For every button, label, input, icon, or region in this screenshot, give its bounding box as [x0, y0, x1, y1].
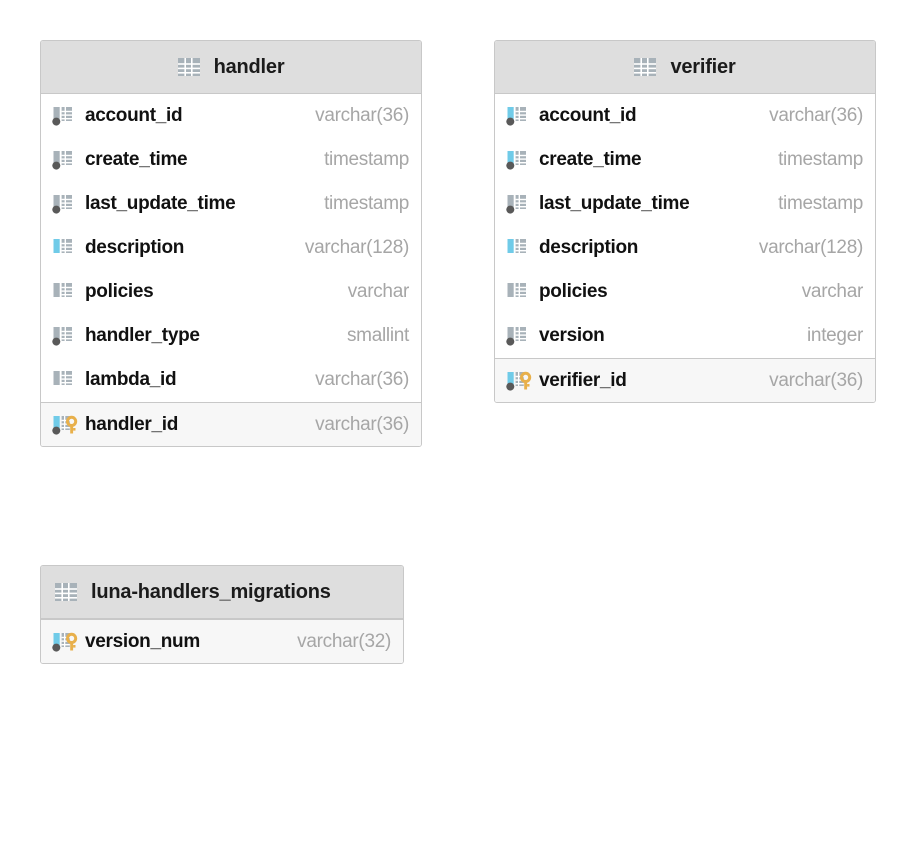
column-icon: [52, 107, 72, 126]
column-name: description: [539, 237, 639, 258]
column-type: smallint: [346, 325, 409, 346]
column-icon: [52, 151, 72, 170]
not-null-dot: [52, 205, 61, 214]
table-card-verifier[interactable]: verifier account_id varchar(36) create_time…: [494, 40, 876, 403]
column-row[interactable]: last_update_time timestamp: [495, 182, 875, 226]
indexed-column-icon: [506, 107, 526, 126]
column-type: timestamp: [778, 149, 863, 170]
indexed-column-icon: [507, 239, 526, 253]
column-type: varchar(36): [769, 369, 863, 391]
indexed-column-icon: [506, 151, 526, 170]
primary-key-row[interactable]: handler_id varchar(36): [41, 402, 421, 446]
column-type: varchar(36): [315, 369, 409, 390]
column-icon: [53, 283, 72, 297]
column-type: varchar(32): [297, 630, 391, 652]
key-glyph: [520, 371, 532, 389]
column-type: varchar(128): [304, 237, 409, 258]
column-name: last_update_time: [85, 193, 236, 214]
column-name: version: [539, 325, 605, 346]
not-null-dot: [506, 161, 515, 170]
table-header-handler[interactable]: handler: [41, 41, 421, 94]
column-name: version_num: [85, 630, 200, 652]
column-name: create_time: [85, 149, 188, 170]
column-row[interactable]: description varchar(128): [41, 226, 421, 270]
column-name: handler_id: [85, 413, 179, 435]
column-name: handler_type: [85, 325, 200, 346]
table-card-luna-handlers_migrations[interactable]: luna-handlers_migrations version_num varch…: [40, 565, 404, 664]
column-type: timestamp: [324, 193, 409, 214]
key-glyph: [66, 632, 78, 650]
table-grid-icon: [55, 583, 77, 601]
column-type: varchar: [801, 281, 864, 302]
not-null-dot: [52, 643, 61, 652]
column-type: varchar: [347, 281, 410, 302]
not-null-dot: [506, 117, 515, 126]
column-name: policies: [539, 281, 608, 302]
column-row[interactable]: create_time timestamp: [495, 138, 875, 182]
table-title-verifier: verifier: [670, 55, 736, 78]
column-row[interactable]: handler_type smallint: [41, 314, 421, 358]
column-type: varchar(36): [315, 413, 409, 435]
column-row[interactable]: description varchar(128): [495, 226, 875, 270]
column-name: lambda_id: [85, 369, 177, 390]
column-row[interactable]: lambda_id varchar(36): [41, 358, 421, 402]
not-null-dot: [506, 382, 515, 391]
not-null-dot: [52, 161, 61, 170]
column-name: description: [85, 237, 185, 258]
table-header-verifier[interactable]: verifier: [495, 41, 875, 94]
column-type: timestamp: [778, 193, 863, 214]
column-name: last_update_time: [539, 193, 690, 214]
column-row[interactable]: last_update_time timestamp: [41, 182, 421, 226]
column-row[interactable]: policies varchar: [495, 270, 875, 314]
column-icon: [52, 195, 72, 214]
table-title-handler: handler: [213, 55, 285, 78]
not-null-dot: [506, 337, 515, 346]
key-glyph: [66, 415, 78, 433]
column-type: varchar(36): [315, 105, 409, 126]
not-null-dot: [52, 426, 61, 435]
column-icon: [52, 327, 72, 346]
indexed-column-icon: [53, 239, 72, 253]
column-icon: [506, 327, 526, 346]
column-icon: [53, 371, 72, 385]
column-name: account_id: [539, 105, 637, 126]
primary-key-icon: [52, 415, 78, 435]
column-type: timestamp: [324, 149, 409, 170]
column-name: policies: [85, 281, 154, 302]
column-icon: [507, 283, 526, 297]
column-row[interactable]: policies varchar: [41, 270, 421, 314]
not-null-dot: [52, 337, 61, 346]
primary-key-row[interactable]: verifier_id varchar(36): [495, 358, 875, 402]
column-type: integer: [807, 325, 863, 346]
not-null-dot: [52, 117, 61, 126]
table-title-luna-handlers_migrations: luna-handlers_migrations: [91, 580, 331, 603]
column-row[interactable]: account_id varchar(36): [495, 94, 875, 138]
primary-key-icon: [52, 632, 78, 652]
column-name: create_time: [539, 149, 642, 170]
primary-key-row[interactable]: version_num varchar(32): [41, 619, 403, 663]
column-row[interactable]: version integer: [495, 314, 875, 358]
column-type: varchar(36): [769, 105, 863, 126]
primary-key-icon: [506, 371, 532, 391]
column-row[interactable]: account_id varchar(36): [41, 94, 421, 138]
column-icon: [506, 195, 526, 214]
column-type: varchar(128): [758, 237, 863, 258]
column-row[interactable]: create_time timestamp: [41, 138, 421, 182]
table-header-luna-handlers_migrations[interactable]: luna-handlers_migrations: [41, 566, 403, 619]
table-grid-icon: [177, 58, 200, 76]
not-null-dot: [506, 205, 515, 214]
table-grid-icon: [634, 58, 657, 76]
column-name: verifier_id: [539, 369, 627, 391]
column-name: account_id: [85, 105, 183, 126]
